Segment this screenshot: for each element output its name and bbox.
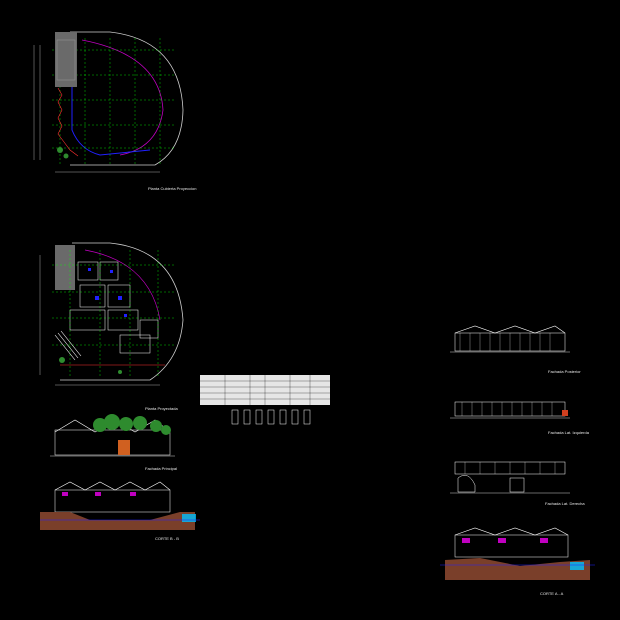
- right-elevation-title: Fachada Lat. Derecha: [545, 501, 585, 506]
- floor-outline-arc: [60, 242, 184, 381]
- section-aa-title: CORTE A - A: [540, 591, 564, 596]
- roof-stair-block: [55, 32, 77, 87]
- front-elevation-trees: [93, 414, 171, 435]
- left-elevation: Fachada Lat. Izquierda: [450, 401, 590, 435]
- floor-rooms: [69, 261, 159, 354]
- front-elevation-title: Fachada Principal: [145, 466, 177, 471]
- section-bb-soil: [40, 512, 195, 530]
- floor-inner-curve: [84, 249, 161, 321]
- roof-inner-curve: [81, 39, 164, 156]
- floor-stair-block: [55, 245, 75, 290]
- rear-elevation-title: Fachada Posterior: [548, 369, 581, 374]
- roof-glass-line: [71, 85, 151, 156]
- front-elevation: Fachada Principal: [50, 414, 177, 471]
- roof-dimensions: [33, 45, 160, 173]
- floor-plan-title: Planta Proyectada: [145, 406, 178, 411]
- section-aa: CORTE A - A: [440, 527, 595, 596]
- floor-plan: Planta Proyectada: [39, 242, 184, 411]
- roof-plan-title: Planta Cubierta Proyeccion: [148, 186, 196, 191]
- left-elevation-title: Fachada Lat. Izquierda: [548, 430, 590, 435]
- roof-perimeter: [57, 87, 79, 157]
- door-window-schedule: [200, 375, 330, 425]
- section-bb: CORTE B - B: [40, 481, 200, 541]
- door-icons-row: [231, 409, 311, 425]
- roof-outline-arc: [70, 31, 184, 166]
- roof-plan: Planta Cubierta Proyeccion: [33, 31, 196, 191]
- section-aa-soil: [445, 558, 590, 580]
- rear-elevation: Fachada Posterior: [450, 325, 581, 374]
- right-elevation: Fachada Lat. Derecha: [450, 461, 585, 506]
- roof-grid: [52, 38, 175, 165]
- section-bb-title: CORTE B - B: [155, 536, 179, 541]
